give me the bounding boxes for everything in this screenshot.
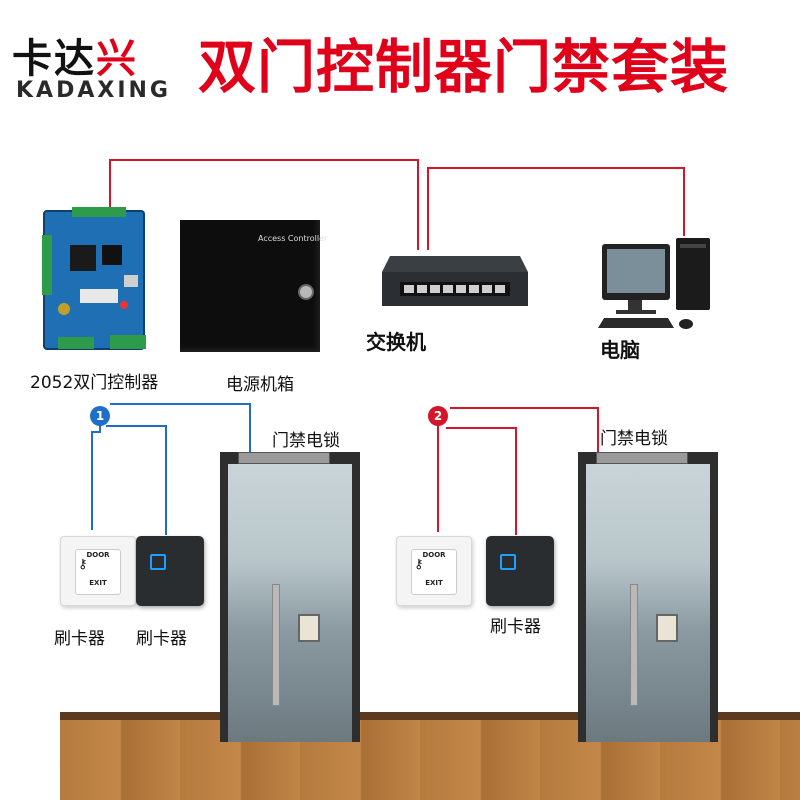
exit-text-exit: EXIT bbox=[425, 579, 443, 587]
door2-glass-door bbox=[578, 452, 718, 742]
brand-logo-text: 卡达 bbox=[12, 36, 96, 82]
exit-text-door: DOOR bbox=[86, 551, 110, 559]
key-icon: ⚷ bbox=[78, 557, 88, 572]
power-box-label: 电源机箱 bbox=[226, 375, 294, 395]
controller-board bbox=[40, 205, 148, 355]
controller-board-icon bbox=[42, 207, 146, 350]
door1-exit-button: DOOR EXIT ⚷ bbox=[60, 536, 136, 606]
network-switch bbox=[380, 252, 530, 308]
brand-logo: 卡达兴 bbox=[12, 26, 138, 84]
wire-door1-lock bbox=[110, 403, 251, 452]
key-icon: ⚷ bbox=[414, 557, 424, 572]
door2-reader-label: 刷卡器 bbox=[490, 617, 541, 637]
card-reader-led-icon bbox=[150, 554, 166, 570]
wall-baseboard bbox=[60, 712, 800, 720]
door2-card-reader bbox=[486, 536, 554, 606]
door2-exit-button: DOOR EXIT ⚷ bbox=[396, 536, 472, 606]
door1-reader-label: 刷卡器 bbox=[136, 629, 187, 649]
wire-door1-reader bbox=[106, 425, 167, 535]
exit-text-door: DOOR bbox=[422, 551, 446, 559]
exit-text-exit: EXIT bbox=[89, 579, 107, 587]
door-handle bbox=[272, 584, 280, 706]
door1-card-reader bbox=[136, 536, 204, 606]
computer bbox=[598, 236, 718, 334]
computer-icon bbox=[598, 238, 710, 329]
door2-lock-label: 门禁电锁 bbox=[600, 429, 668, 449]
wire-door2-reader bbox=[446, 427, 517, 535]
door2-number-badge: 2 bbox=[428, 406, 448, 426]
wall-picture bbox=[298, 614, 320, 642]
power-box-text: Access Controller bbox=[258, 234, 328, 243]
door-handle bbox=[630, 584, 638, 706]
door1-glass-panel bbox=[228, 464, 352, 742]
pc-label: 电脑 bbox=[600, 338, 640, 362]
card-reader-led-icon bbox=[500, 554, 516, 570]
page-title: 双门控制器门禁套装 bbox=[198, 33, 730, 101]
brand-logo-en: KADAXING bbox=[16, 78, 171, 103]
wire-door1-exit bbox=[91, 414, 101, 530]
door1-exit-label: 刷卡器 bbox=[54, 629, 105, 649]
door1-lock-label: 门禁电锁 bbox=[272, 431, 340, 451]
door1-magnetic-lock bbox=[238, 452, 330, 464]
brand-logo-text-accent: 兴 bbox=[96, 36, 138, 82]
door2-magnetic-lock bbox=[596, 452, 688, 464]
power-box: Access Controller bbox=[180, 220, 327, 352]
wall-picture bbox=[656, 614, 678, 642]
door1-number-badge: 1 bbox=[90, 406, 110, 426]
wire-door2-lock bbox=[450, 407, 599, 452]
door1-glass-door bbox=[220, 452, 360, 742]
controller-label: 2052双门控制器 bbox=[30, 373, 159, 393]
exit-button-face bbox=[411, 549, 457, 595]
network-switch-icon bbox=[382, 256, 528, 306]
exit-button-face bbox=[75, 549, 121, 595]
door2-glass-panel bbox=[586, 464, 710, 742]
switch-label: 交换机 bbox=[366, 330, 426, 354]
keyhole-icon bbox=[298, 284, 314, 300]
